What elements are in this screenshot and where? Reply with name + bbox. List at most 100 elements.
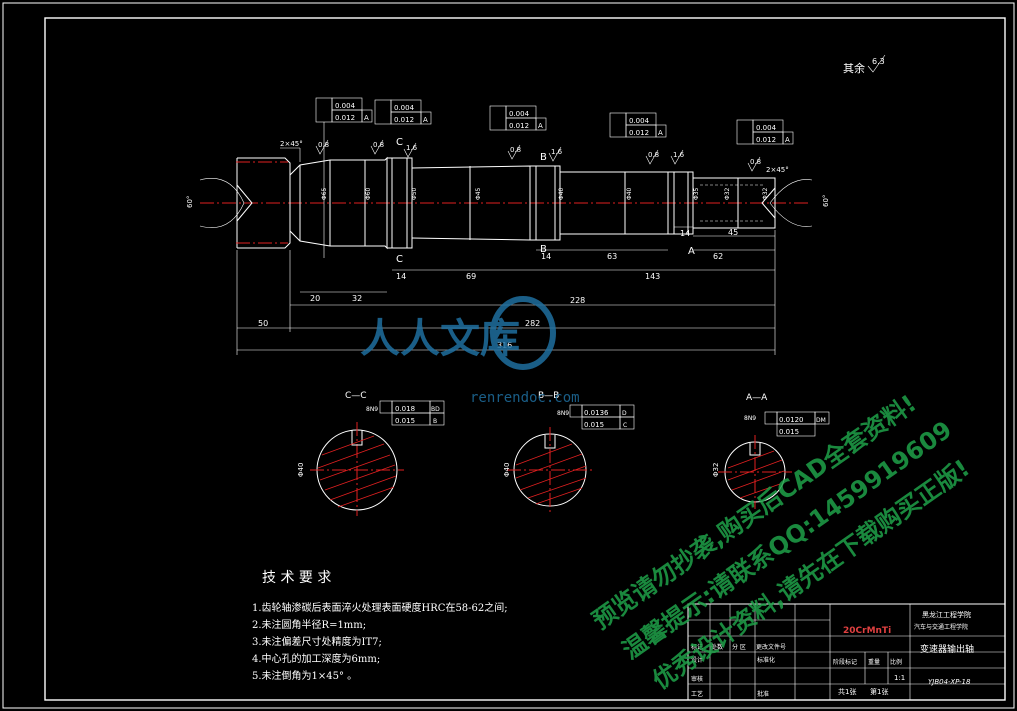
svg-text:Φ40: Φ40: [503, 463, 511, 477]
svg-text:A: A: [658, 129, 663, 137]
svg-text:Φ40: Φ40: [558, 187, 565, 200]
svg-text:Φ35: Φ35: [693, 187, 700, 200]
svg-text:审核: 审核: [691, 675, 703, 683]
svg-text:BD: BD: [431, 406, 440, 413]
svg-text:0.018: 0.018: [395, 405, 415, 413]
svg-text:0.0136: 0.0136: [584, 409, 609, 417]
svg-text:0.004: 0.004: [756, 124, 777, 132]
tech-requirements: 技 术 要 求 1.齿轮轴渗碳后表面淬火处理表面硬度HRC在58-62之间; 2…: [252, 570, 508, 682]
svg-text:0.8: 0.8: [648, 151, 659, 159]
svg-text:Φ32: Φ32: [724, 187, 731, 200]
roughness-other-value: 6.3: [872, 57, 885, 66]
svg-text:A—A: A—A: [746, 393, 768, 403]
svg-text:Φ60: Φ60: [365, 187, 372, 200]
svg-text:143: 143: [645, 272, 660, 281]
svg-text:14: 14: [396, 272, 406, 281]
svg-text:0.004: 0.004: [509, 110, 530, 118]
watermark-line: 优秀设计资料,请先在下载购买正版!: [647, 454, 974, 695]
svg-text:1.6: 1.6: [406, 144, 418, 152]
svg-text:A: A: [423, 116, 428, 124]
part-name: 变速器输出轴: [920, 643, 974, 655]
college-name: 汽车与交通工程学院: [914, 623, 968, 631]
svg-text:0.012: 0.012: [756, 136, 776, 144]
svg-text:0.012: 0.012: [394, 116, 414, 124]
svg-text:63: 63: [607, 252, 617, 261]
svg-text:标准化: 标准化: [757, 656, 775, 664]
svg-text:8N9: 8N9: [366, 406, 378, 413]
svg-text:B: B: [540, 244, 547, 255]
watermark-line: 温馨提示:请联系QQ:1459919609: [617, 415, 957, 664]
svg-text:0.015: 0.015: [395, 417, 415, 425]
svg-text:Φ40: Φ40: [297, 463, 305, 477]
svg-text:0.8: 0.8: [373, 141, 384, 149]
section-markers: C C B B A: [396, 137, 695, 265]
svg-text:62: 62: [713, 252, 723, 261]
svg-text:D: D: [622, 410, 627, 417]
roughness-other-label: 其余: [843, 61, 865, 75]
svg-text:C: C: [623, 422, 627, 429]
svg-text:0.004: 0.004: [335, 102, 356, 110]
svg-text:B: B: [540, 152, 547, 163]
tech-item: 4.中心孔的加工深度为6mm;: [252, 652, 380, 665]
chamfer-right-label: 2×45°: [766, 166, 789, 174]
svg-text:0.012: 0.012: [509, 122, 529, 130]
svg-text:A: A: [364, 114, 369, 122]
svg-text:1.6: 1.6: [673, 151, 685, 159]
svg-text:0.8: 0.8: [510, 146, 521, 154]
school-name: 黑龙江工程学院: [922, 610, 971, 619]
svg-text:C: C: [396, 137, 403, 148]
svg-text:0.8: 0.8: [750, 158, 761, 166]
svg-text:69: 69: [466, 272, 476, 281]
svg-text:A: A: [538, 122, 543, 130]
svg-text:14: 14: [680, 229, 690, 238]
watermark-site: renrendoc.com: [470, 390, 580, 406]
svg-text:1.6: 1.6: [551, 148, 563, 156]
svg-text:C: C: [396, 254, 403, 265]
svg-text:20: 20: [310, 294, 320, 303]
center-angle-left: 60°: [186, 196, 194, 208]
svg-text:0.012: 0.012: [335, 114, 355, 122]
svg-text:Φ65: Φ65: [321, 187, 328, 200]
shaft-main-view: 60° 60° Φ65 Φ60 Φ50 Φ45 Φ40 Φ40 Φ35 Φ32 …: [186, 140, 830, 250]
svg-text:Φ32: Φ32: [712, 463, 720, 477]
watermark-brand: 人人文库: [360, 316, 520, 362]
svg-text:50: 50: [258, 319, 268, 328]
svg-text:0.0120: 0.0120: [779, 416, 804, 424]
svg-text:A: A: [785, 136, 790, 144]
sheet-total: 共1张: [838, 687, 856, 696]
svg-text:工艺: 工艺: [691, 690, 703, 698]
svg-text:B—B: B—B: [538, 391, 559, 401]
tech-item: 3.未注偏差尺寸处精度为IT7;: [252, 635, 382, 648]
tech-item: 5.未注倒角为1×45° 。: [252, 669, 357, 682]
tech-item: 1.齿轮轴渗碳后表面淬火处理表面硬度HRC在58-62之间;: [252, 601, 508, 614]
sheet-number: 第1张: [870, 687, 888, 696]
svg-text:228: 228: [570, 296, 585, 305]
chamfer-left-label: 2×45°: [280, 140, 303, 148]
svg-text:A: A: [688, 246, 695, 257]
watermark-logo-icon: [490, 296, 556, 370]
svg-text:Φ40: Φ40: [626, 187, 633, 200]
svg-text:45: 45: [728, 228, 738, 237]
svg-text:Φ45: Φ45: [475, 187, 482, 200]
svg-text:C—C: C—C: [345, 391, 367, 401]
svg-text:更改文件号: 更改文件号: [756, 643, 786, 651]
material: 20CrMnTi: [843, 626, 891, 636]
drawing-number: YJB04-XP-18: [928, 678, 971, 686]
svg-text:14: 14: [541, 252, 551, 261]
svg-text:8N9: 8N9: [744, 415, 756, 422]
svg-text:0.004: 0.004: [394, 104, 415, 112]
svg-text:设计: 设计: [691, 656, 703, 664]
svg-text:32: 32: [352, 294, 362, 303]
svg-text:比例: 比例: [890, 658, 902, 666]
scale: 1:1: [894, 674, 905, 682]
svg-text:316: 316: [497, 341, 512, 350]
center-angle-right: 60°: [822, 195, 830, 207]
title-block: 20CrMnTi 黑龙江工程学院 汽车与交通工程学院 变速器输出轴 YJB04-…: [687, 603, 1006, 701]
roughness-symbols: 0.8 0.8 1.6 0.8 1.6 0.8 1.6 0.8: [315, 139, 761, 172]
svg-text:DM: DM: [816, 417, 826, 424]
